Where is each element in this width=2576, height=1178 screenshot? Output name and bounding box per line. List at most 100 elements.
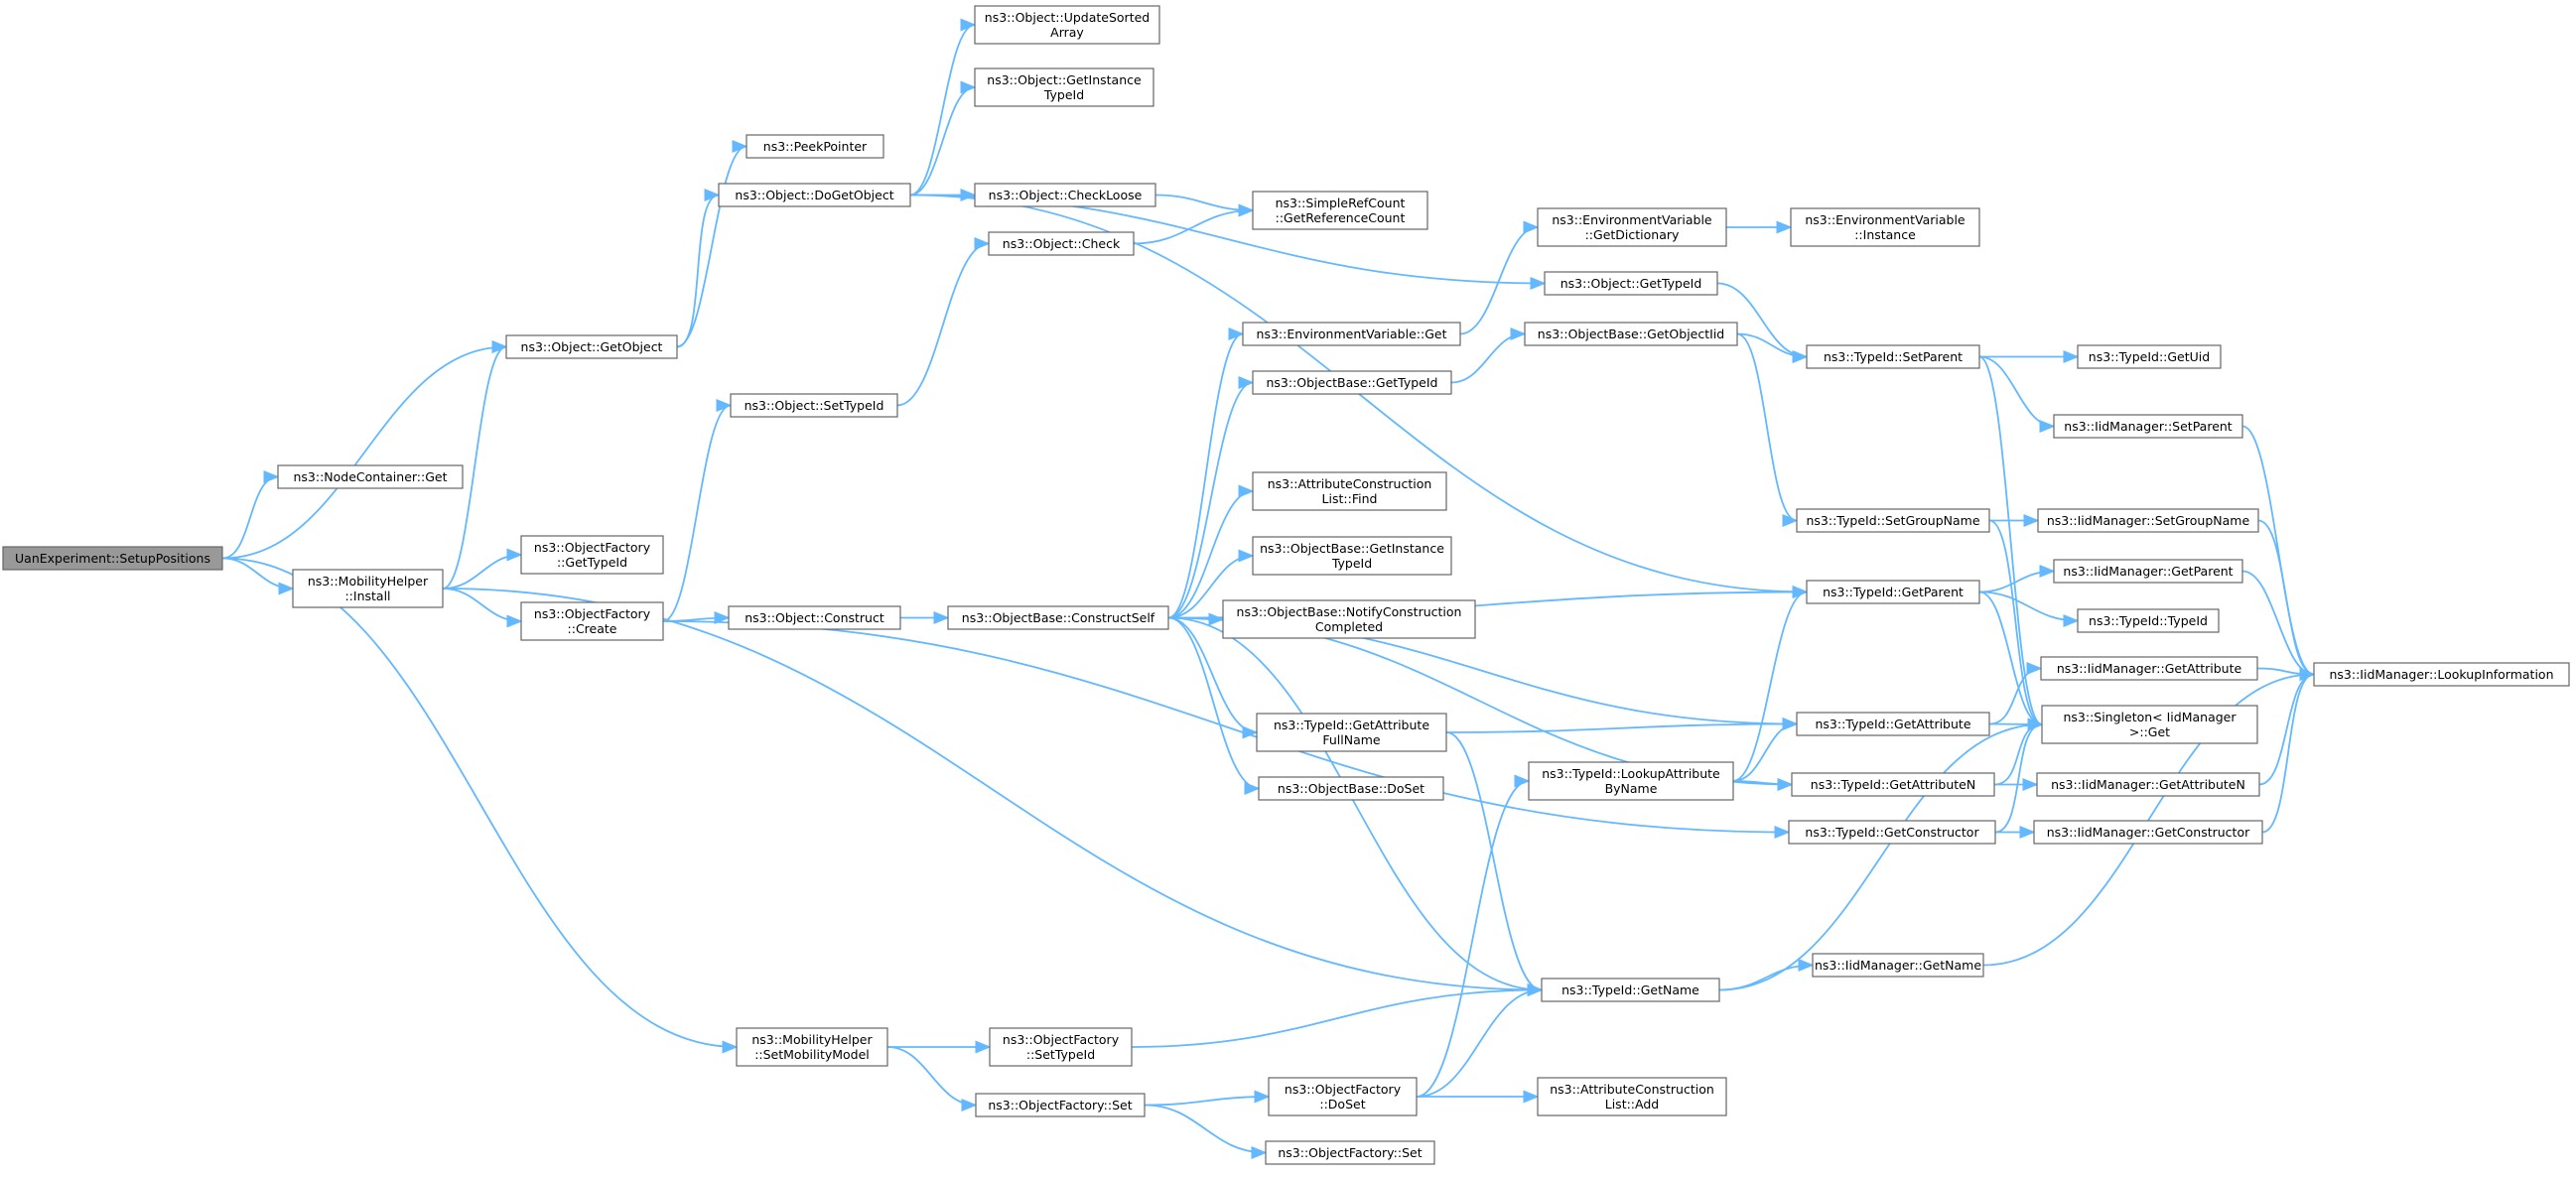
node-object-settypeid[interactable]: ns3::Object::SetTypeId (730, 393, 898, 418)
node-box[interactable] (1222, 599, 1476, 639)
node-envvar-instance[interactable]: ns3::EnvironmentVariable::Instance (1790, 207, 1980, 247)
node-box[interactable] (520, 535, 664, 575)
node-box[interactable] (718, 183, 911, 207)
node-box[interactable] (947, 605, 1169, 630)
node-box[interactable] (746, 134, 884, 159)
node-objectfactory-set2[interactable]: ns3::ObjectFactory::Set (1265, 1140, 1435, 1165)
node-objectbase-constructself[interactable]: ns3::ObjectBase::ConstructSelf (947, 605, 1169, 630)
node-typeid-getconstructor[interactable]: ns3::TypeId::GetConstructor (1788, 820, 1996, 845)
node-objectbase-doset[interactable]: ns3::ObjectBase::DoSet (1258, 776, 1444, 801)
node-box[interactable] (1791, 772, 1995, 797)
node-box[interactable] (1256, 713, 1447, 752)
node-box[interactable] (1544, 271, 1718, 296)
node-envvar-get[interactable]: ns3::EnvironmentVariable::Get (1242, 322, 1461, 346)
node-box[interactable] (1524, 322, 1738, 346)
node-simplerefcount-getreferencecount[interactable]: ns3::SimpleRefCount::GetReferenceCount (1252, 191, 1428, 230)
node-box[interactable] (1806, 580, 1980, 604)
node-box[interactable] (730, 393, 898, 418)
node-typeid-getparent[interactable]: ns3::TypeId::GetParent (1806, 580, 1980, 604)
node-box[interactable] (2053, 414, 2243, 439)
node-objectfactory-settypeid[interactable]: ns3::ObjectFactory::SetTypeId (989, 1027, 1133, 1067)
node-box[interactable] (1265, 1140, 1435, 1165)
node-box[interactable] (2077, 344, 2222, 369)
node-box[interactable] (1537, 207, 1727, 247)
node-typeid-typeid[interactable]: ns3::TypeId::TypeId (2077, 608, 2220, 633)
node-object-check[interactable]: ns3::Object::Check (988, 231, 1135, 256)
node-object-gettypeid[interactable]: ns3::Object::GetTypeId (1544, 271, 1718, 296)
node-box[interactable] (1252, 370, 1452, 395)
node-box[interactable] (2041, 705, 2258, 744)
node-objectbase-getobjectiid[interactable]: ns3::ObjectBase::GetObjectIid (1524, 322, 1738, 346)
node-mobilityhelper-setmobilitymodel[interactable]: ns3::MobilityHelper::SetMobilityModel (736, 1027, 888, 1067)
node-box[interactable] (1788, 820, 1996, 845)
node-singleton-get[interactable]: ns3::Singleton< IidManager >::Get (2041, 705, 2258, 744)
node-objectfactory-doset[interactable]: ns3::ObjectFactory::DoSet (1268, 1077, 1418, 1116)
node-box[interactable] (975, 1093, 1146, 1117)
node-peekpointer[interactable]: ns3::PeekPointer (746, 134, 884, 159)
node-iidmanager-getattribute[interactable]: ns3::IidManager::GetAttribute (2040, 656, 2258, 681)
node-typeid-setgroupname[interactable]: ns3::TypeId::SetGroupName (1796, 508, 1990, 533)
node-mobilityhelper-install[interactable]: ns3::MobilityHelper::Install (292, 569, 444, 608)
node-box[interactable] (1528, 761, 1734, 801)
node-objectbase-gettypeid[interactable]: ns3::ObjectBase::GetTypeId (1252, 370, 1452, 395)
node-box[interactable] (292, 569, 444, 608)
node-typeid-getuid[interactable]: ns3::TypeId::GetUid (2077, 344, 2222, 369)
node-iidmanager-lookupinformation[interactable]: ns3::IidManager::LookupInformation (2313, 662, 2570, 687)
node-iidmanager-getconstructor[interactable]: ns3::IidManager::GetConstructor (2033, 820, 2263, 845)
node-box[interactable] (505, 334, 678, 359)
node-box[interactable] (1242, 322, 1461, 346)
node-box[interactable] (520, 601, 664, 641)
node-box[interactable] (2, 546, 223, 571)
node-iidmanager-getattributen[interactable]: ns3::IidManager::GetAttributeN (2036, 772, 2260, 797)
node-box[interactable] (736, 1027, 888, 1067)
node-objectbase-notifyconstructioncompleted[interactable]: ns3::ObjectBase::NotifyConstructionCompl… (1222, 599, 1476, 639)
node-objectfactory-create[interactable]: ns3::ObjectFactory::Create (520, 601, 664, 641)
node-iidmanager-setparent[interactable]: ns3::IidManager::SetParent (2053, 414, 2243, 439)
node-box[interactable] (728, 605, 901, 630)
node-box[interactable] (2040, 656, 2258, 681)
node-box[interactable] (974, 67, 1154, 107)
node-box[interactable] (1790, 207, 1980, 247)
node-object-checkloose[interactable]: ns3::Object::CheckLoose (974, 183, 1156, 207)
node-box[interactable] (1812, 953, 1984, 978)
node-object-getobject[interactable]: ns3::Object::GetObject (505, 334, 678, 359)
node-box[interactable] (2313, 662, 2570, 687)
node-box[interactable] (974, 183, 1156, 207)
node-box[interactable] (1268, 1077, 1418, 1116)
node-box[interactable] (2037, 508, 2259, 533)
node-box[interactable] (1541, 978, 1720, 1002)
node-root[interactable]: UanExperiment::SetupPositions (2, 546, 223, 571)
node-typeid-setparent[interactable]: ns3::TypeId::SetParent (1806, 344, 1980, 369)
node-box[interactable] (2053, 559, 2243, 584)
node-box[interactable] (1258, 776, 1444, 801)
node-objectfactory-gettypeid[interactable]: ns3::ObjectFactory::GetTypeId (520, 535, 664, 575)
node-box[interactable] (1252, 536, 1452, 576)
node-box[interactable] (2077, 608, 2220, 633)
node-typeid-getname[interactable]: ns3::TypeId::GetName (1541, 978, 1720, 1002)
node-box[interactable] (1796, 712, 1990, 736)
node-nodecontainer-get[interactable]: ns3::NodeContainer::Get (277, 464, 464, 489)
node-object-dogetobject[interactable]: ns3::Object::DoGetObject (718, 183, 911, 207)
node-envvar-getdictionary[interactable]: ns3::EnvironmentVariable::GetDictionary (1537, 207, 1727, 247)
node-iidmanager-getname[interactable]: ns3::IidManager::GetName (1812, 953, 1984, 978)
node-box[interactable] (974, 5, 1160, 45)
node-box[interactable] (2033, 820, 2263, 845)
node-box[interactable] (1252, 191, 1428, 230)
node-box[interactable] (1252, 471, 1447, 511)
node-objectfactory-set[interactable]: ns3::ObjectFactory::Set (975, 1093, 1146, 1117)
node-box[interactable] (988, 231, 1135, 256)
node-box[interactable] (989, 1027, 1133, 1067)
node-box[interactable] (1806, 344, 1980, 369)
node-box[interactable] (2036, 772, 2260, 797)
node-iidmanager-getparent[interactable]: ns3::IidManager::GetParent (2053, 559, 2243, 584)
node-box[interactable] (1796, 508, 1990, 533)
node-object-construct[interactable]: ns3::Object::Construct (728, 605, 901, 630)
node-typeid-getattribute[interactable]: ns3::TypeId::GetAttribute (1796, 712, 1990, 736)
